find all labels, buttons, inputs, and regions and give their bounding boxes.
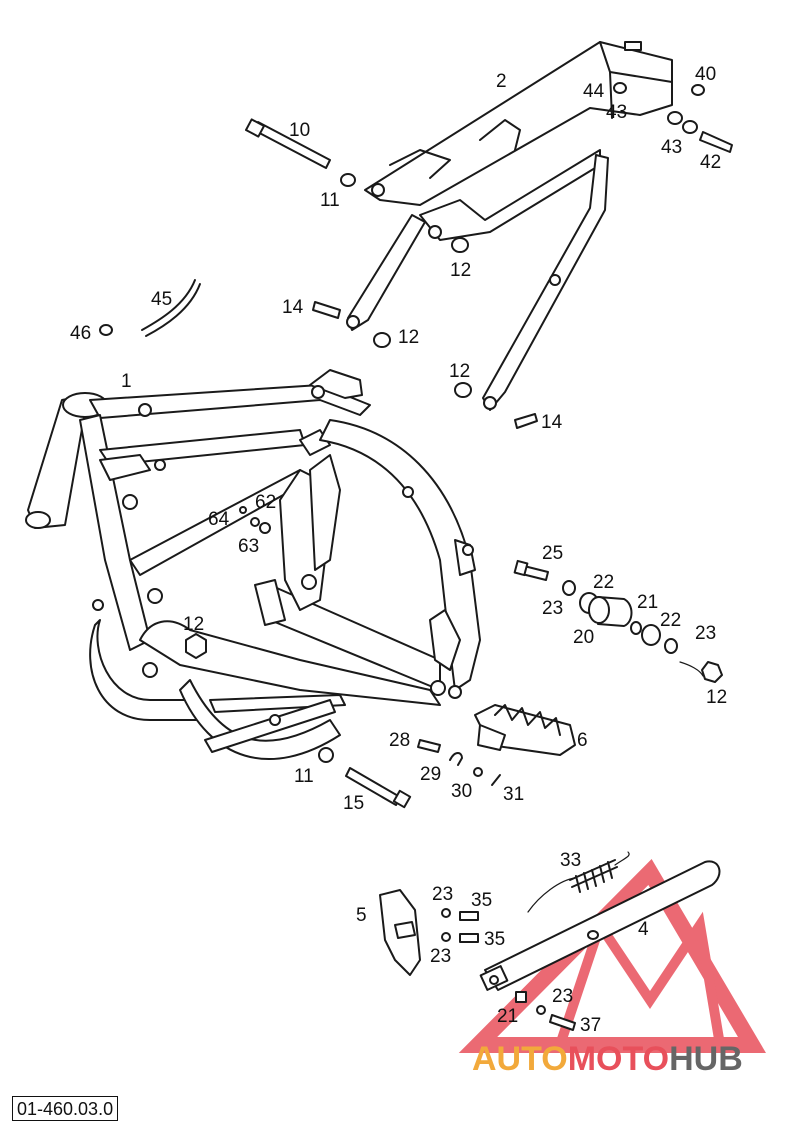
logo-word-hub: HUB <box>669 1040 743 1078</box>
pivot-parts <box>513 559 723 683</box>
part-label-35: 35 <box>471 890 492 911</box>
logo-word-auto: AUTO <box>472 1040 568 1078</box>
part-label-1: 1 <box>121 371 132 392</box>
part-label-23-b: 23 <box>695 623 716 644</box>
part-label-12-c: 12 <box>449 361 470 382</box>
side-stand <box>479 851 721 1031</box>
part-label-63: 63 <box>238 536 259 557</box>
part-label-31: 31 <box>503 784 524 805</box>
part-label-22-b: 22 <box>660 610 681 631</box>
part-label-14: 14 <box>282 297 304 318</box>
part-label-43: 43 <box>606 102 627 123</box>
watermark-logo-text: AUTOMOTOHUB <box>472 1042 743 1076</box>
part-label-23-d: 23 <box>430 946 451 967</box>
part-label-20: 20 <box>573 627 594 648</box>
main-frame <box>25 369 481 760</box>
part-label-14-b: 14 <box>541 412 563 433</box>
part-label-37: 37 <box>580 1015 601 1036</box>
part-label-4: 4 <box>638 919 649 940</box>
lower-fasteners <box>318 747 412 809</box>
part-label-46: 46 <box>70 323 91 344</box>
part-label-33: 33 <box>560 850 581 871</box>
part-label-6: 6 <box>577 730 588 751</box>
part-label-29: 29 <box>420 764 441 785</box>
part-label-12-e: 12 <box>183 614 204 635</box>
part-label-23-c: 23 <box>432 884 453 905</box>
part-labels: 1 2 40 44 43 43 42 10 11 12 45 46 14 12 … <box>70 64 727 1036</box>
part-label-15: 15 <box>343 793 364 814</box>
part-label-23: 23 <box>542 598 563 619</box>
part-label-45: 45 <box>151 289 172 310</box>
part-label-25: 25 <box>542 543 563 564</box>
part-label-21-b: 21 <box>497 1006 518 1027</box>
part-label-44: 44 <box>583 81 605 102</box>
part-label-12: 12 <box>450 260 471 281</box>
foot-peg <box>417 704 576 786</box>
part-label-10: 10 <box>289 120 310 141</box>
part-label-35-b: 35 <box>484 929 505 950</box>
part-label-40: 40 <box>695 64 716 85</box>
part-label-2: 2 <box>496 71 507 92</box>
part-label-5: 5 <box>356 905 367 926</box>
part-label-64: 64 <box>208 509 230 530</box>
part-label-30: 30 <box>451 781 472 802</box>
rear-fasteners <box>99 82 733 429</box>
part-label-12-d: 12 <box>706 687 727 708</box>
diagram-reference-code: 01-460.03.0 <box>12 1096 119 1121</box>
part-label-12-b: 12 <box>398 327 419 348</box>
part-label-21: 21 <box>637 592 658 613</box>
part-label-62: 62 <box>255 492 276 513</box>
part-label-28: 28 <box>389 730 410 751</box>
logo-word-moto: MOTO <box>567 1040 670 1078</box>
part-label-11: 11 <box>320 190 340 211</box>
rear-subframe <box>346 41 673 411</box>
part-label-22: 22 <box>593 572 614 593</box>
part-label-43-b: 43 <box>661 137 682 158</box>
part-label-23-e: 23 <box>552 986 573 1007</box>
part-label-11-b: 11 <box>294 766 314 787</box>
stand-bracket <box>379 889 479 976</box>
part-label-42: 42 <box>700 152 721 173</box>
